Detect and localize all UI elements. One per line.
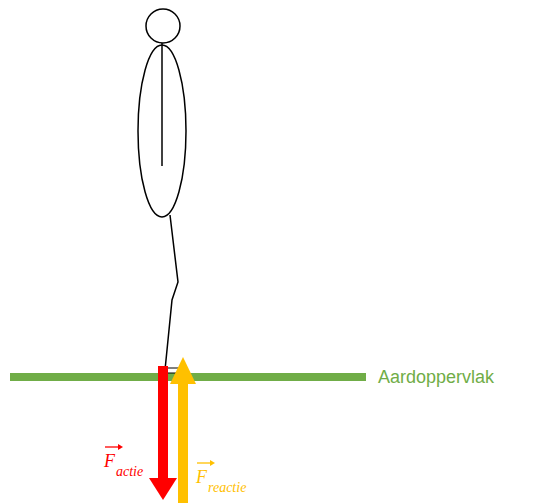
vector-sign: [105, 444, 123, 450]
vector-sign: [197, 460, 215, 466]
surface-label: Aardoppervlak: [378, 368, 494, 386]
force-symbol: F: [196, 468, 207, 486]
action-force-arrow: [149, 366, 177, 500]
force-symbol: F: [104, 452, 115, 470]
reaction-force-arrow: [170, 357, 196, 503]
head: [146, 9, 180, 43]
spine: [161, 43, 163, 166]
stick-figure: [138, 9, 186, 373]
force-subscript: reactie: [208, 481, 246, 495]
body: [138, 45, 186, 217]
leg: [165, 215, 178, 370]
force-subscript: actie: [116, 465, 143, 479]
